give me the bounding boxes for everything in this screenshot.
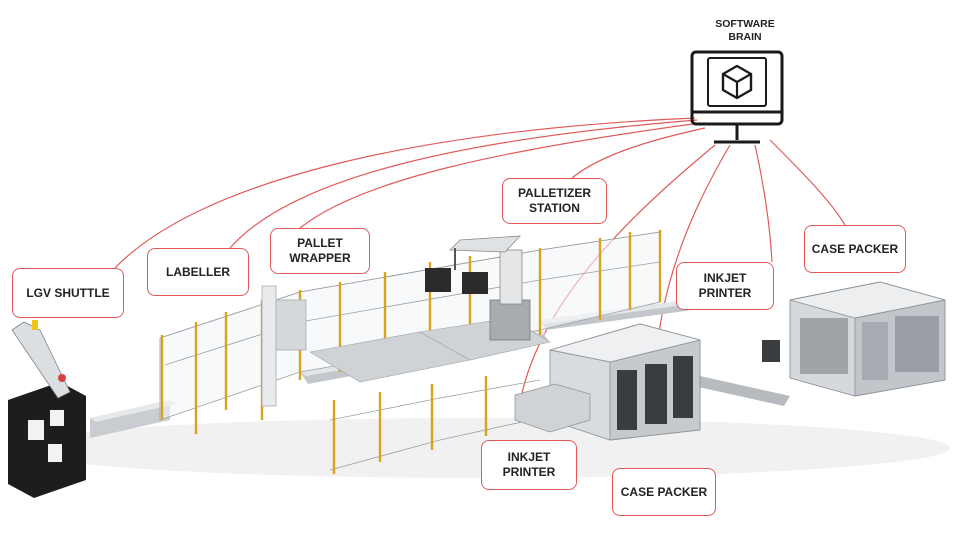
callout-labeller-label: LABELLER [166,264,230,279]
callout-palletizer-station-line1: PALLETIZER [517,186,592,200]
software-brain-line1: SOFTWARE [715,18,775,30]
callout-inkjet-printer-bottom-line1: INKJET [507,450,551,464]
callout-inkjet-printer-bottom-line2: PRINTER [502,465,556,479]
callout-lgv-shuttle-label: LGV SHUTTLE [26,285,110,300]
callout-inkjet-printer-right: INKJET PRINTER [676,262,774,310]
connector-inkjet-right [754,144,773,263]
callout-palletizer-station: PALLETIZER STATION [502,178,607,224]
callout-pallet-wrapper: PALLET WRAPPER [270,228,370,274]
software-brain-title: SOFTWARE BRAIN [700,18,790,44]
connector-pallet-wrapper [299,122,701,229]
callout-inkjet-printer-right-line2: PRINTER [698,286,752,300]
callout-case-packer-bottom-label: CASE PACKER [620,484,708,499]
connector-case-packer-right [769,139,846,226]
callout-palletizer-station-line2: STATION [529,201,580,215]
callout-lgv-shuttle: LGV SHUTTLE [12,268,124,318]
right-case-packer-machine [762,281,946,397]
lgv-shuttle-vehicle [8,320,86,498]
callout-pallet-wrapper-line2: WRAPPER [289,251,351,265]
connector-palletizer [571,127,706,179]
palletizer-robot [425,235,531,341]
floor-shadow [10,418,950,478]
callout-pallet-wrapper-line1: PALLET [297,236,343,250]
software-brain-line2: BRAIN [728,31,762,43]
connector-lgv-shuttle [114,117,696,269]
monitor-cube-icon [690,50,784,144]
center-case-packer-machine [514,323,701,441]
pallet-wrapper-machine [261,285,307,407]
callout-case-packer-right: CASE PACKER [804,225,906,273]
callout-case-packer-bottom: CASE PACKER [612,468,716,516]
callout-inkjet-printer-bottom: INKJET PRINTER [481,440,577,490]
connector-labeller [229,119,698,249]
callout-case-packer-right-label: CASE PACKER [811,241,899,256]
callout-labeller: LABELLER [147,248,249,296]
callout-inkjet-printer-right-line1: INKJET [703,271,747,285]
